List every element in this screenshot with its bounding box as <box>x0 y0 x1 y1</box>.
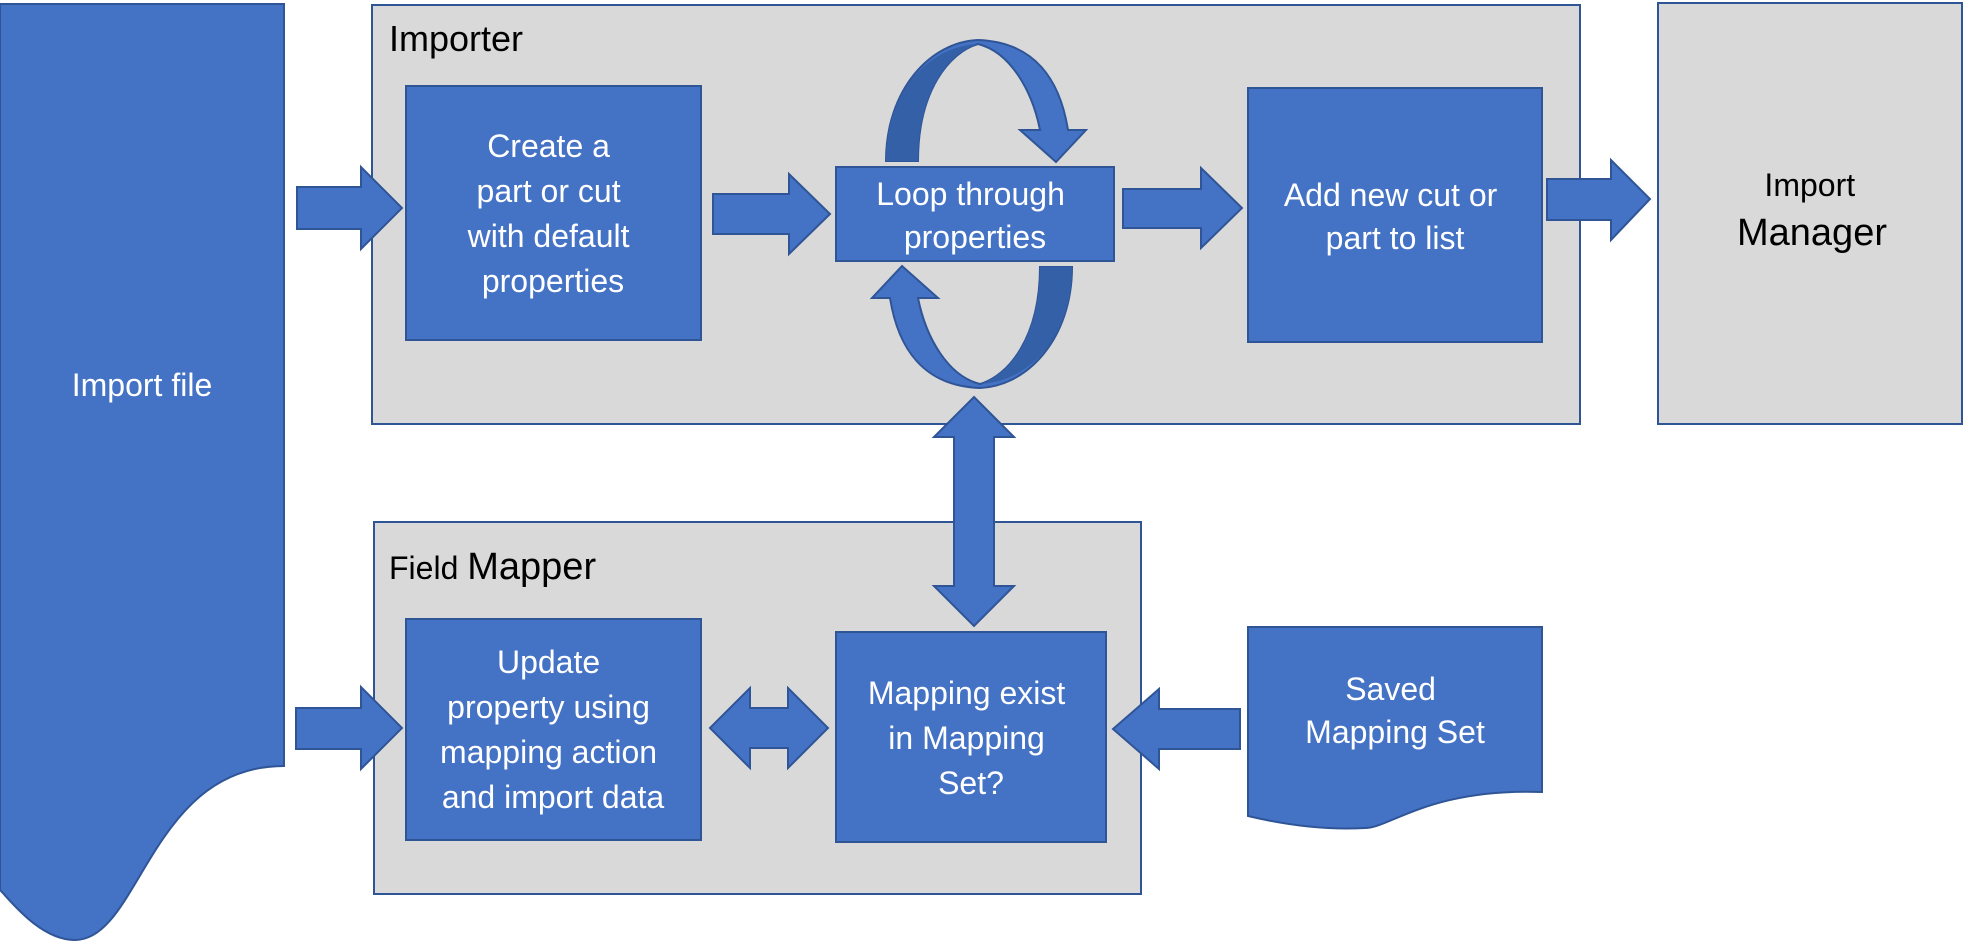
loop-properties-text: Loop through properties <box>876 176 1074 255</box>
create-part-box <box>405 85 702 341</box>
import-file-shape <box>0 3 285 942</box>
loop-top-arrow-shade <box>886 44 978 161</box>
arrow-loop-mapping-bidirectional <box>931 395 1017 628</box>
create-part-text: Create a part or cut with default proper… <box>467 128 639 299</box>
arrow-update-mapping-bidirectional <box>708 685 830 771</box>
saved-mapping-set-shape <box>1247 626 1543 830</box>
update-property-text: Update property using mapping action and… <box>440 644 666 815</box>
arrow-loop-to-add <box>1122 165 1244 251</box>
update-property-box <box>405 618 702 841</box>
mapping-exist-box <box>835 631 1107 843</box>
saved-mapping-set-text: Saved Mapping Set <box>1305 671 1485 750</box>
arrow-file-to-field-mapper <box>295 684 404 772</box>
add-to-list-box <box>1247 87 1543 343</box>
arrow-add-to-manager <box>1546 157 1652 243</box>
loop-bottom-arrow-shade <box>980 267 1072 384</box>
mapping-exist-text: Mapping exist in Mapping Set? <box>868 675 1074 801</box>
arrow-file-to-importer <box>296 164 404 252</box>
importer-label: Importer <box>389 18 523 59</box>
import-manager-box <box>1657 2 1963 425</box>
import-file-label: Import file <box>72 367 212 403</box>
arrow-create-to-loop <box>712 171 832 257</box>
add-to-list-text: Add new cut or part to list <box>1284 177 1506 256</box>
field-mapper-label: Field Mapper <box>389 546 596 588</box>
arrow-saved-set-to-mapping <box>1111 686 1241 772</box>
import-manager-text: Import Manager <box>1737 167 1887 254</box>
loop-properties-box <box>835 166 1115 262</box>
